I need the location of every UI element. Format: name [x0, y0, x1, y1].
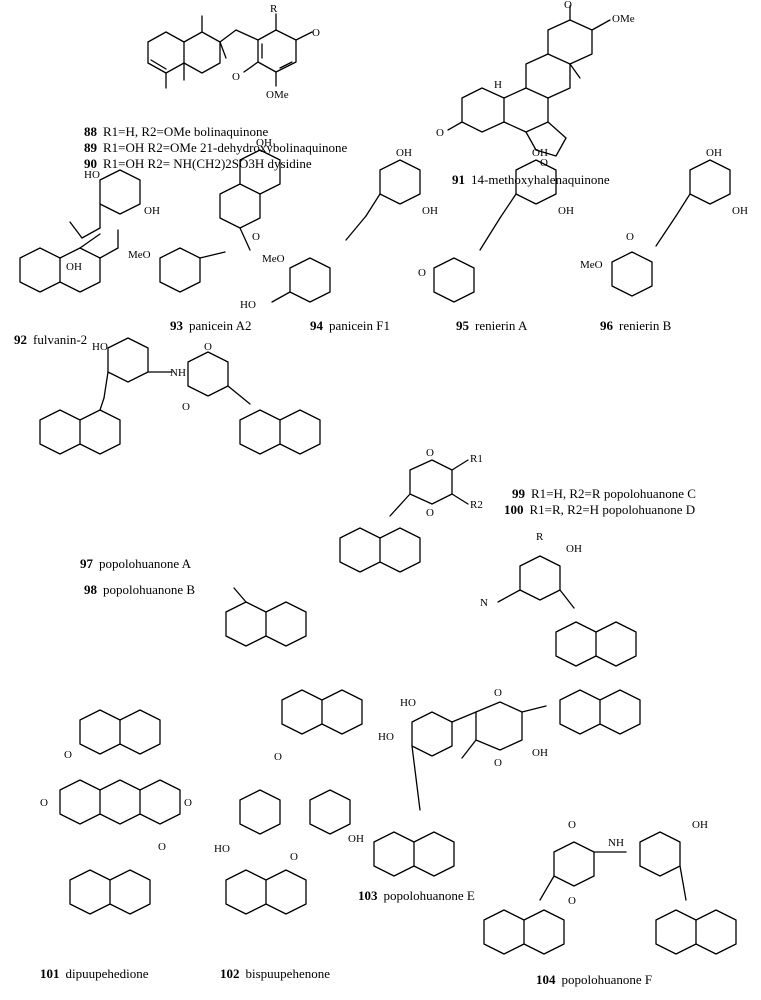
atom-O-91a: O — [564, 0, 572, 11]
atom-HO-94: HO — [240, 299, 256, 311]
atom-R2-99: R2 — [470, 499, 483, 511]
atom-HO-103b: HO — [378, 731, 394, 743]
atom-H-91: H — [494, 79, 502, 91]
atom-NH-97: NH — [170, 367, 186, 379]
structure-97-98: HO NH O O — [39, 337, 321, 647]
atom-O-99a: O — [426, 447, 434, 459]
structure-r-group: R OH N — [480, 531, 637, 667]
atom-MeO-93: MeO — [128, 249, 151, 261]
atom-HO-92: HO — [84, 169, 100, 181]
atom-O-102b: O — [290, 851, 298, 863]
atom-OH-92a: OH — [144, 205, 160, 217]
atom-O-91c: O — [540, 157, 548, 169]
structure-92: HO OH OH — [19, 169, 160, 293]
structure-102: HO OH O O — [214, 689, 364, 915]
atom-NH-104: NH — [608, 837, 624, 849]
structure-94: OH OH MeO HO — [240, 147, 438, 311]
atom-OH-96b: OH — [732, 205, 748, 217]
atom-O-101a: O — [64, 749, 72, 761]
structure-99-100: O O R1 R2 — [339, 447, 483, 573]
atom-O-104a: O — [568, 819, 576, 831]
structure-101: O O O O — [40, 709, 192, 915]
atom-MeO-94: MeO — [262, 253, 285, 265]
atom-OH-94b: OH — [422, 205, 438, 217]
atom-O-103a: O — [494, 687, 502, 699]
atom-N-rgroup: N — [480, 597, 488, 609]
atom-O-102a: O — [274, 751, 282, 763]
atom-O-103b: O — [494, 757, 502, 769]
structure-88-90: R O O OMe — [147, 3, 320, 101]
atom-O-101b: O — [40, 797, 48, 809]
structure-95: OH OH O — [418, 147, 574, 303]
atom-R1-99: R1 — [470, 453, 483, 465]
atom-O-101d: O — [158, 841, 166, 853]
atom-O-101c: O — [184, 797, 192, 809]
atom-O-88b: O — [232, 71, 240, 83]
atom-OH-95b: OH — [558, 205, 574, 217]
atom-OH-96a: OH — [706, 147, 722, 159]
structure-103: HO HO O O OH — [373, 687, 641, 877]
atom-HO-102: HO — [214, 843, 230, 855]
atom-O-93: O — [252, 231, 260, 243]
atom-OH-93: OH — [256, 137, 272, 149]
atom-MeO-96: MeO — [580, 259, 603, 271]
atom-OH-rgroup: OH — [566, 543, 582, 555]
atom-O-99b: O — [426, 507, 434, 519]
structure-93: OH O MeO — [128, 137, 281, 293]
atom-OH-102: OH — [348, 833, 364, 845]
atom-O-88a: O — [312, 27, 320, 39]
atom-O-96: O — [626, 231, 634, 243]
atom-O-97b: O — [182, 401, 190, 413]
atom-HO-103a: HO — [400, 697, 416, 709]
atom-OMe-91: OMe — [612, 13, 635, 25]
atom-OH-92b: OH — [66, 261, 82, 273]
atom-OH-104: OH — [692, 819, 708, 831]
atom-HO-97: HO — [92, 341, 108, 353]
atom-R-88: R — [270, 3, 278, 15]
atom-OH-94a: OH — [396, 147, 412, 159]
atom-R-group: R — [536, 531, 544, 543]
structure-96: OH OH O MeO — [580, 147, 748, 297]
structure-104: O O NH OH — [483, 819, 737, 955]
atom-OH-95a: OH — [532, 147, 548, 159]
atom-O-97a: O — [204, 341, 212, 353]
structure-91: OMe O O O H — [436, 0, 635, 169]
atom-OMe-88: OMe — [266, 89, 289, 101]
atom-O-91b: O — [436, 127, 444, 139]
atom-O-95: O — [418, 267, 426, 279]
atom-O-104b: O — [568, 895, 576, 907]
atom-OH-103: OH — [532, 747, 548, 759]
